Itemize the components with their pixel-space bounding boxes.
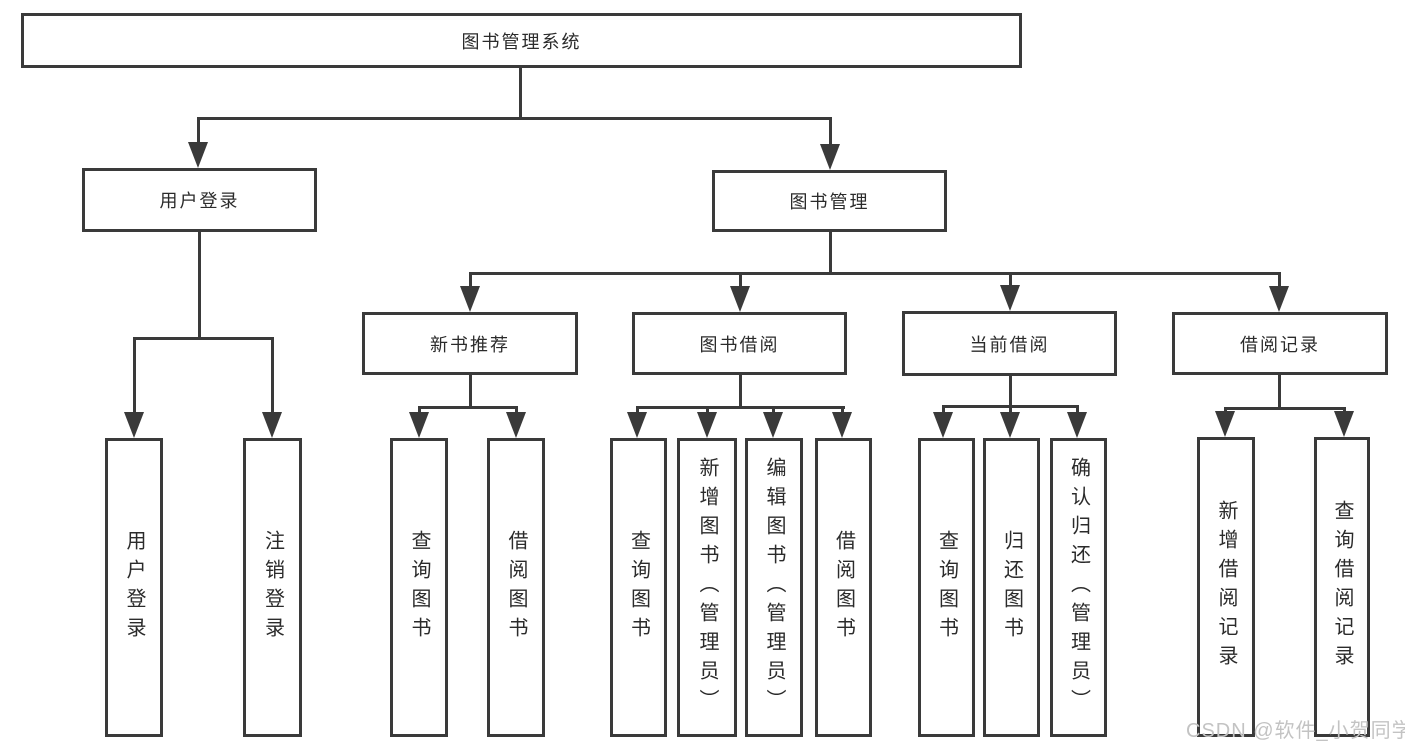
leaf-query-books-current-label: 查询图书 xyxy=(935,529,958,646)
node-current-borrow: 当前借阅 xyxy=(902,311,1117,376)
connector-line xyxy=(469,272,472,298)
leaf-borrow-books-label: 借阅图书 xyxy=(832,529,855,646)
connector-line xyxy=(1009,376,1012,408)
leaf-logout: 注销登录 xyxy=(243,438,302,737)
node-new-book-recommend-label: 新书推荐 xyxy=(430,334,510,355)
arrow-down-icon xyxy=(188,142,208,168)
leaf-add-book-admin-label: 新增图书（管理员） xyxy=(696,457,718,718)
arrow-down-icon xyxy=(832,412,852,438)
arrow-down-icon xyxy=(1000,285,1020,311)
connector-line xyxy=(829,117,832,153)
leaf-query-books-borrow-label: 查询图书 xyxy=(627,529,650,646)
leaf-edit-book-admin: 编辑图书（管理员） xyxy=(745,438,803,737)
arrow-down-icon xyxy=(1000,412,1020,438)
connector-line xyxy=(829,232,832,275)
arrow-down-icon xyxy=(730,286,750,312)
leaf-borrow-books: 借阅图书 xyxy=(815,438,872,737)
connector-line xyxy=(198,232,201,339)
watermark: CSDN @软件_小贺同学 xyxy=(1186,720,1405,742)
node-book-borrow: 图书借阅 xyxy=(632,312,847,375)
leaf-confirm-return-admin-label: 确认归还（管理员） xyxy=(1067,457,1090,718)
arrow-down-icon xyxy=(1067,412,1087,438)
connector-line xyxy=(133,337,136,421)
connector-line xyxy=(519,68,522,119)
node-root: 图书管理系统 xyxy=(21,13,1022,68)
leaf-add-book-admin: 新增图书（管理员） xyxy=(677,438,737,737)
node-book-management-label: 图书管理 xyxy=(789,192,870,212)
node-user-login: 用户登录 xyxy=(82,168,317,232)
arrow-down-icon xyxy=(460,286,480,312)
connector-line xyxy=(739,375,742,409)
leaf-edit-book-admin-label: 编辑图书（管理员） xyxy=(763,457,785,718)
connector-line xyxy=(197,117,200,153)
leaf-user-login-label: 用户登录 xyxy=(123,529,145,646)
leaf-user-login: 用户登录 xyxy=(105,438,163,737)
arrow-down-icon xyxy=(820,144,840,170)
connector-line xyxy=(1278,272,1281,298)
connector-line xyxy=(1278,375,1281,410)
leaf-query-books-recommend-label: 查询图书 xyxy=(408,529,430,646)
connector-line xyxy=(636,406,845,409)
connector-line xyxy=(1224,407,1345,410)
node-user-login-label: 用户登录 xyxy=(159,191,240,211)
arrow-down-icon xyxy=(262,412,282,438)
leaf-logout-label: 注销登录 xyxy=(261,529,284,646)
arrow-down-icon xyxy=(1334,411,1354,437)
arrow-down-icon xyxy=(1269,286,1289,312)
leaf-add-borrow-record: 新增借阅记录 xyxy=(1197,437,1255,737)
leaf-query-borrow-record: 查询借阅记录 xyxy=(1314,437,1370,737)
leaf-return-book-label: 归还图书 xyxy=(1000,529,1023,646)
connector-line xyxy=(197,117,831,120)
node-book-management: 图书管理 xyxy=(712,170,947,232)
connector-line xyxy=(739,272,742,298)
arrow-down-icon xyxy=(506,412,526,438)
connector-line xyxy=(469,375,472,409)
connector-line xyxy=(133,337,274,340)
connector-line xyxy=(271,337,274,421)
arrow-down-icon xyxy=(124,412,144,438)
leaf-confirm-return-admin: 确认归还（管理员） xyxy=(1050,438,1107,737)
leaf-query-books-recommend: 查询图书 xyxy=(390,438,448,737)
connector-line xyxy=(418,406,518,409)
node-new-book-recommend: 新书推荐 xyxy=(362,312,578,375)
leaf-add-borrow-record-label: 新增借阅记录 xyxy=(1215,500,1237,674)
leaf-query-books-current: 查询图书 xyxy=(918,438,975,737)
node-root-label: 图书管理系统 xyxy=(461,31,582,52)
node-borrow-record: 借阅记录 xyxy=(1172,312,1388,375)
node-borrow-record-label: 借阅记录 xyxy=(1240,334,1320,355)
leaf-query-borrow-record-label: 查询借阅记录 xyxy=(1331,500,1353,674)
leaf-return-book: 归还图书 xyxy=(983,438,1040,737)
arrow-down-icon xyxy=(409,412,429,438)
node-book-borrow-label: 图书借阅 xyxy=(699,334,780,355)
arrow-down-icon xyxy=(763,412,783,438)
arrow-down-icon xyxy=(933,412,953,438)
arrow-down-icon xyxy=(627,412,647,438)
arrow-down-icon xyxy=(697,412,717,438)
leaf-borrow-books-recommend-label: 借阅图书 xyxy=(505,529,527,646)
connector-line xyxy=(469,272,1281,275)
leaf-query-books-borrow: 查询图书 xyxy=(610,438,667,737)
arrow-down-icon xyxy=(1215,411,1235,437)
node-current-borrow-label: 当前借阅 xyxy=(969,334,1050,355)
leaf-borrow-books-recommend: 借阅图书 xyxy=(487,438,545,737)
